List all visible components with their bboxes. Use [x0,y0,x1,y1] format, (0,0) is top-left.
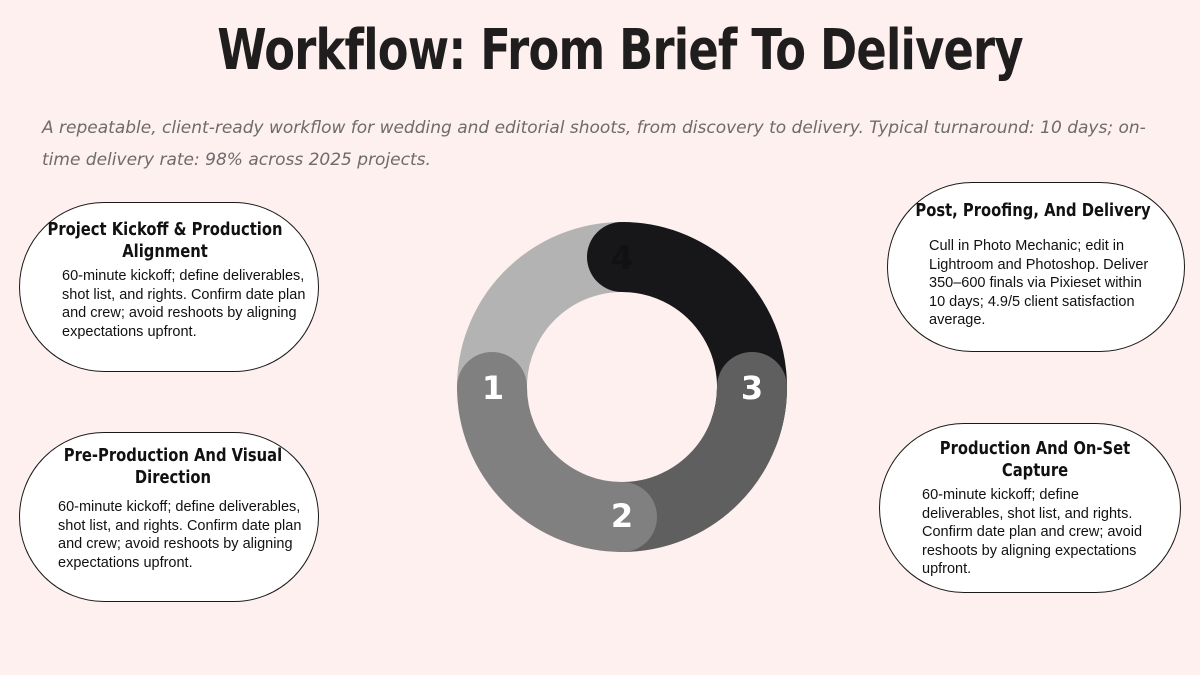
ring-step-number-3: 3 [741,369,763,407]
ring-step-number-1: 1 [482,369,504,407]
step-card-production: Production And On-Set Capture 60-minute … [879,423,1181,593]
ring-step-number-4: 4 [611,239,633,277]
step-card-body: 60-minute kickoff; define deliverables, … [62,268,306,340]
step-card-kickoff: Project Kickoff & Production Alignment 6… [19,202,319,372]
page-subtitle: A repeatable, client-ready workflow for … [42,118,1146,170]
step-card-post-delivery: Post, Proofing, And Delivery Cull in Pho… [887,182,1185,352]
step-card-body: 60-minute kickoff; define deliverables, … [922,487,1143,577]
step-card-pre-production: Pre-Production And Visual Direction 60-m… [19,432,319,602]
step-card-body: Cull in Photo Mechanic; edit in Lightroo… [929,238,1149,328]
page-title: Workflow: From Brief To Delivery [217,18,1023,83]
step-card-title: Pre-Production And Visual Direction [63,445,283,488]
step-card-title: Production And On-Set Capture [939,438,1131,481]
workflow-ring-diagram: 1 2 3 4 [457,222,787,552]
step-card-title: Post, Proofing, And Delivery [915,200,1151,221]
step-card-title: Project Kickoff & Production Alignment [47,219,283,262]
step-card-body: 60-minute kickoff; define deliverables, … [58,499,302,571]
ring-step-number-2: 2 [611,497,633,535]
ring-segment-3 [457,352,657,552]
